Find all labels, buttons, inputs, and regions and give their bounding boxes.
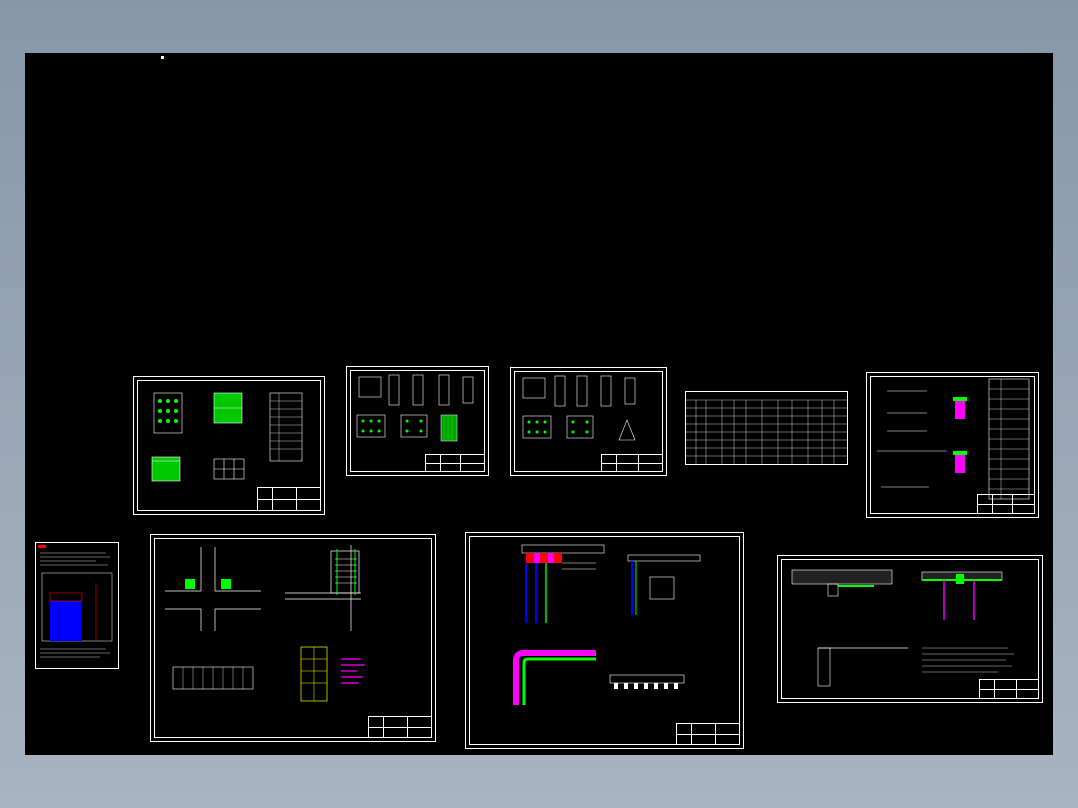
- sheet-5-graphics: [165, 545, 365, 702]
- drawing-sheet-3[interactable]: [510, 367, 667, 476]
- drawing-sheet-4[interactable]: [866, 372, 1039, 518]
- notes-sheet[interactable]: [35, 542, 119, 669]
- notes-sheet-graphics: [38, 545, 113, 658]
- drawing-sheet-6[interactable]: [465, 532, 744, 749]
- schedule-table[interactable]: [685, 391, 848, 465]
- sheet-1-graphics: [151, 392, 303, 482]
- schedule-table-grid: [686, 399, 847, 464]
- drawing-sheet-1[interactable]: [133, 376, 325, 515]
- crosshair-icon: [161, 56, 164, 59]
- title-block: [676, 723, 739, 744]
- sheet-3-graphics: [522, 375, 636, 441]
- title-block: [368, 716, 431, 737]
- title-block: [977, 494, 1034, 513]
- drawing-sheet-7[interactable]: [777, 555, 1043, 703]
- sheet-4-graphics: [877, 378, 1030, 500]
- sheet-7-graphics: [791, 569, 1014, 687]
- drawing-sheet-5[interactable]: [150, 534, 436, 742]
- title-block: [425, 454, 484, 471]
- title-block: [601, 454, 662, 471]
- sheet-6-graphics: [513, 544, 701, 705]
- title-block: [257, 487, 320, 510]
- drawing-sheet-2[interactable]: [346, 366, 489, 476]
- title-block: [979, 679, 1038, 698]
- sheet-2-graphics: [356, 374, 474, 442]
- cad-drawing-viewport[interactable]: [25, 53, 1053, 755]
